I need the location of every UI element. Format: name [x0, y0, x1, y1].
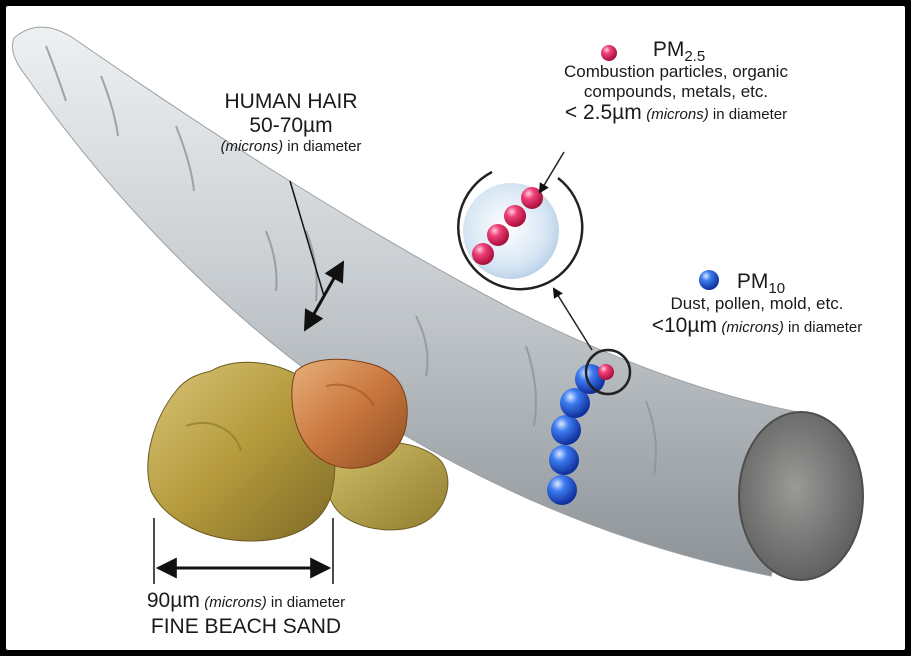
sand-size: 90µm: [146, 589, 200, 612]
hair-cross-section: [738, 411, 864, 581]
hair-label: HUMAN HAIR 50-70µm (microns) in diameter: [196, 90, 386, 156]
pm25-title-sub: 2.5: [684, 48, 706, 65]
pm10-title: PM: [736, 270, 769, 293]
sand-title: FINE BEACH SAND: [150, 615, 342, 639]
pm25-unit-rest: in diameter: [708, 106, 788, 124]
hair-unit-italic: (microns): [220, 138, 284, 156]
sand-unit-rest: in diameter: [266, 594, 346, 611]
particle-size-illustration: [12, 26, 864, 584]
pm10-legend-dot: [699, 270, 719, 290]
pm25-label-leader: [538, 151, 565, 194]
sand-width-dimension: [153, 518, 334, 584]
magnifier-ring-large: [457, 170, 584, 291]
sand-grains: [147, 358, 449, 542]
pm10-desc: Dust, pollen, mold, etc.: [670, 294, 844, 314]
hair-unit-rest: in diameter: [283, 138, 362, 156]
pm10-size: <10µm: [651, 313, 717, 337]
pm25-unit-italic: (microns): [646, 106, 709, 124]
pm25-title: PM: [652, 38, 685, 61]
hair-shaft: [12, 26, 822, 577]
pm10-particle-chain: [547, 364, 605, 505]
pm25-bubble: [463, 183, 559, 279]
pm10-title-sub: 10: [768, 280, 786, 297]
pm25-desc-line2: compounds, metals, etc.: [583, 81, 769, 101]
pm25-size: < 2.5µm: [564, 101, 642, 125]
hair-label-leader: [289, 180, 325, 297]
sand-unit-italic: (microns): [204, 594, 267, 611]
pm10-label: PM10 Dust, pollen, mold, etc. <10µm (mic…: [612, 270, 902, 338]
magnifier-ring-small: [584, 348, 632, 396]
magnifier-arrow: [552, 287, 593, 351]
pm25-small-chain: [598, 364, 614, 380]
pm25-particle-chain: [472, 187, 543, 265]
hair-cuticle-lines: [45, 45, 657, 477]
pm10-unit-rest: in diameter: [783, 318, 863, 336]
pm25-desc-line1: Combustion particles, organic: [564, 62, 788, 82]
pm10-unit-italic: (microns): [721, 318, 784, 336]
pm25-label: PM2.5 Combustion particles, organic comp…: [516, 38, 836, 125]
hair-title: HUMAN HAIR: [224, 90, 358, 113]
diagram-panel: HUMAN HAIR 50-70µm (microns) in diameter…: [6, 6, 905, 650]
sand-label: 90µm (microns) in diameter FINE BEACH SA…: [86, 589, 406, 639]
hair-size: 50-70µm: [249, 114, 333, 138]
pm25-legend-dot: [601, 45, 617, 61]
